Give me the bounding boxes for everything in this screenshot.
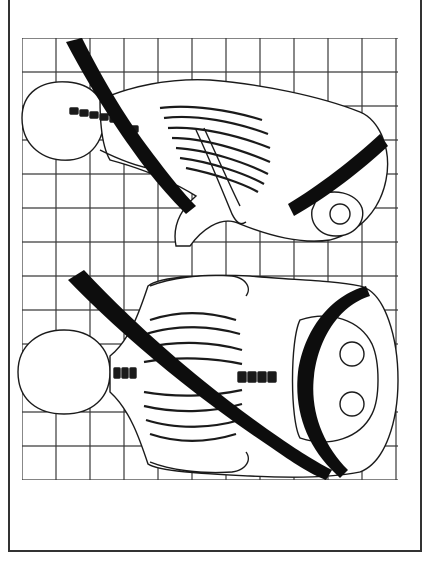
side-view-head — [22, 82, 104, 160]
front-view-head — [18, 330, 110, 414]
front-view-hip-joint-lower — [340, 392, 364, 416]
side-view-hip-joint — [330, 204, 350, 224]
front-view-hip-joint-upper — [340, 342, 364, 366]
side-view-figure — [22, 80, 388, 246]
